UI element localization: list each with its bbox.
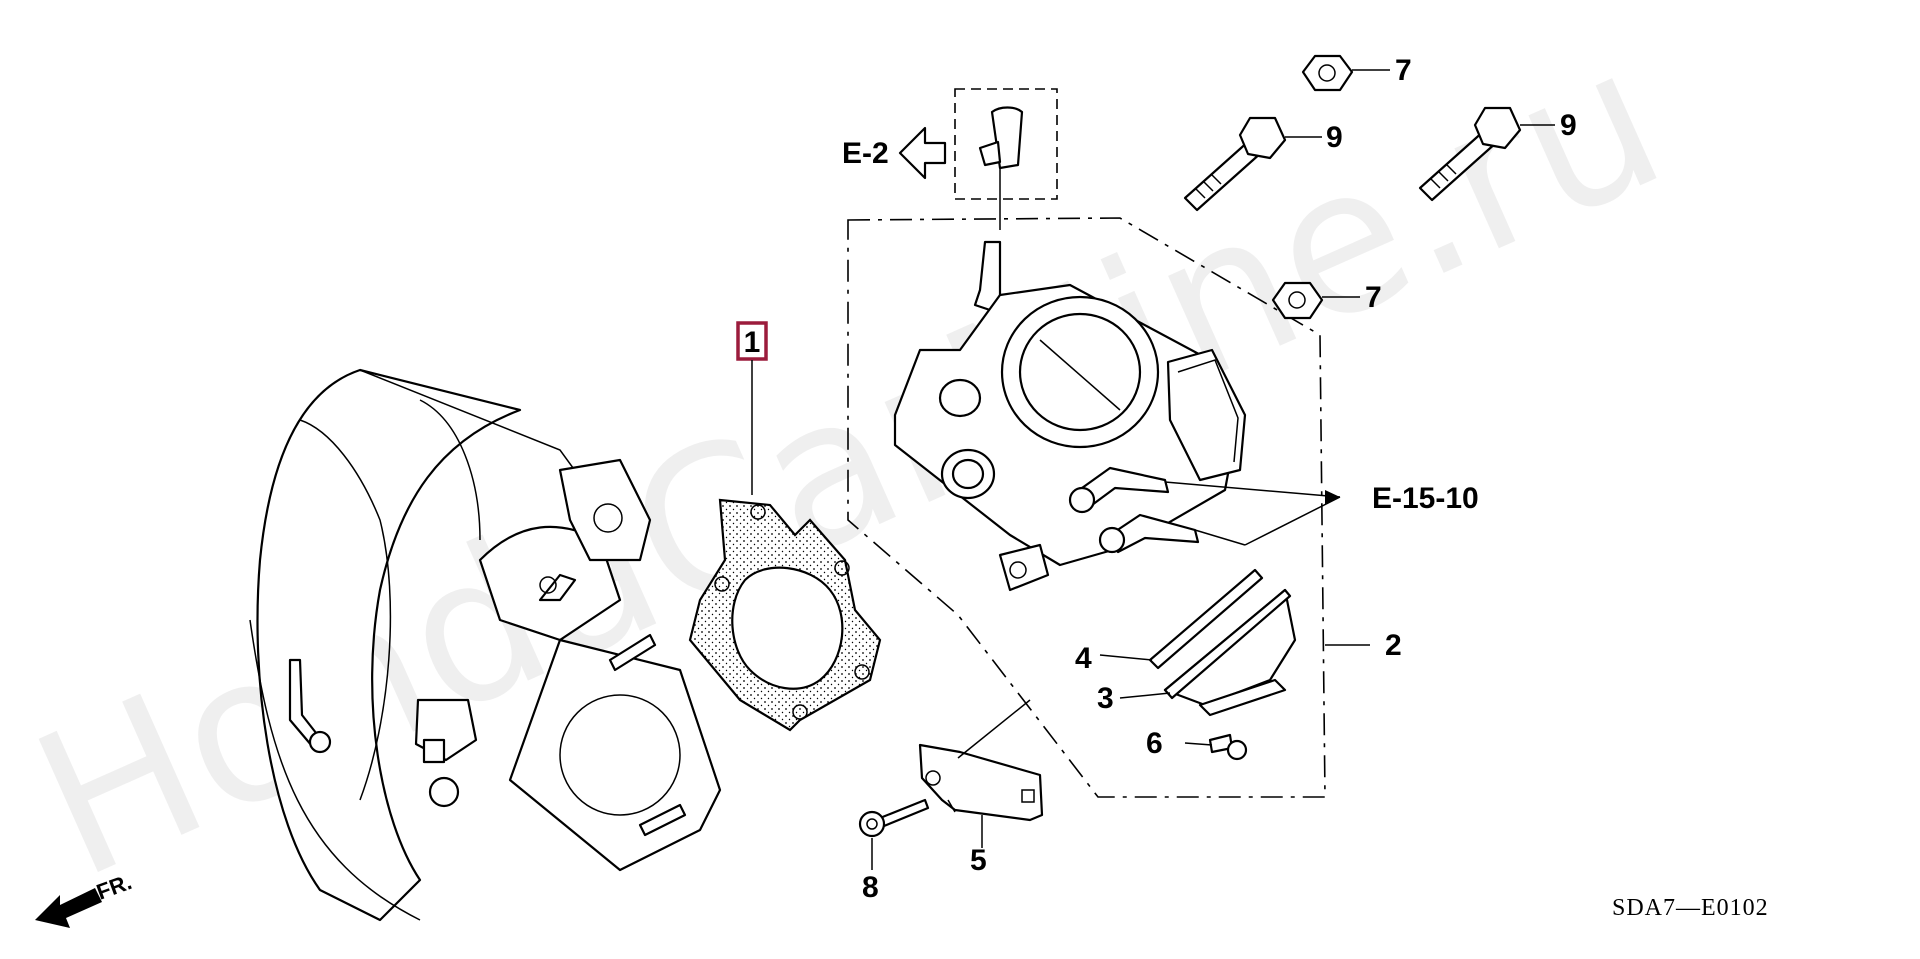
- callout-4[interactable]: 4: [1075, 642, 1092, 675]
- ref-e2-label[interactable]: E-2: [842, 137, 889, 170]
- hose-inset: [954, 88, 1058, 230]
- callout-7b[interactable]: 7: [1365, 281, 1382, 314]
- callout-5[interactable]: 5: [970, 844, 987, 877]
- callout-9b[interactable]: 9: [1560, 109, 1577, 142]
- throttle-body-gasket: [688, 498, 882, 732]
- screw-part: [1208, 733, 1248, 761]
- diagram-code: SDA7—E0102: [1612, 895, 1769, 921]
- callout-9a[interactable]: 9: [1326, 121, 1343, 154]
- seal-strip: [1148, 568, 1264, 670]
- leader-lines: [871, 69, 1555, 870]
- ref-e15-label[interactable]: E-15-10: [1372, 482, 1479, 515]
- bolt-8: [858, 798, 930, 838]
- callout-2[interactable]: 2: [1385, 629, 1402, 662]
- throttle-body: [893, 240, 1247, 592]
- sensor-cover: [1163, 588, 1297, 717]
- arrow-e2: [898, 126, 947, 180]
- bolt-9a: [1183, 116, 1287, 212]
- nut-7b: [1271, 281, 1324, 320]
- callout-1[interactable]: 1: [736, 321, 768, 495]
- svg-text:1: 1: [744, 326, 761, 359]
- nut-7a: [1301, 54, 1354, 92]
- front-arrow-icon: [35, 888, 102, 928]
- callout-6[interactable]: 6: [1146, 727, 1163, 760]
- intake-manifold: [249, 368, 722, 922]
- callout-7a[interactable]: 7: [1395, 54, 1412, 87]
- assembly-outline: [847, 217, 1326, 798]
- bolt-9b: [1418, 106, 1522, 202]
- bracket-part: [918, 743, 1044, 822]
- callout-8[interactable]: 8: [862, 871, 879, 904]
- callout-3[interactable]: 3: [1097, 682, 1114, 715]
